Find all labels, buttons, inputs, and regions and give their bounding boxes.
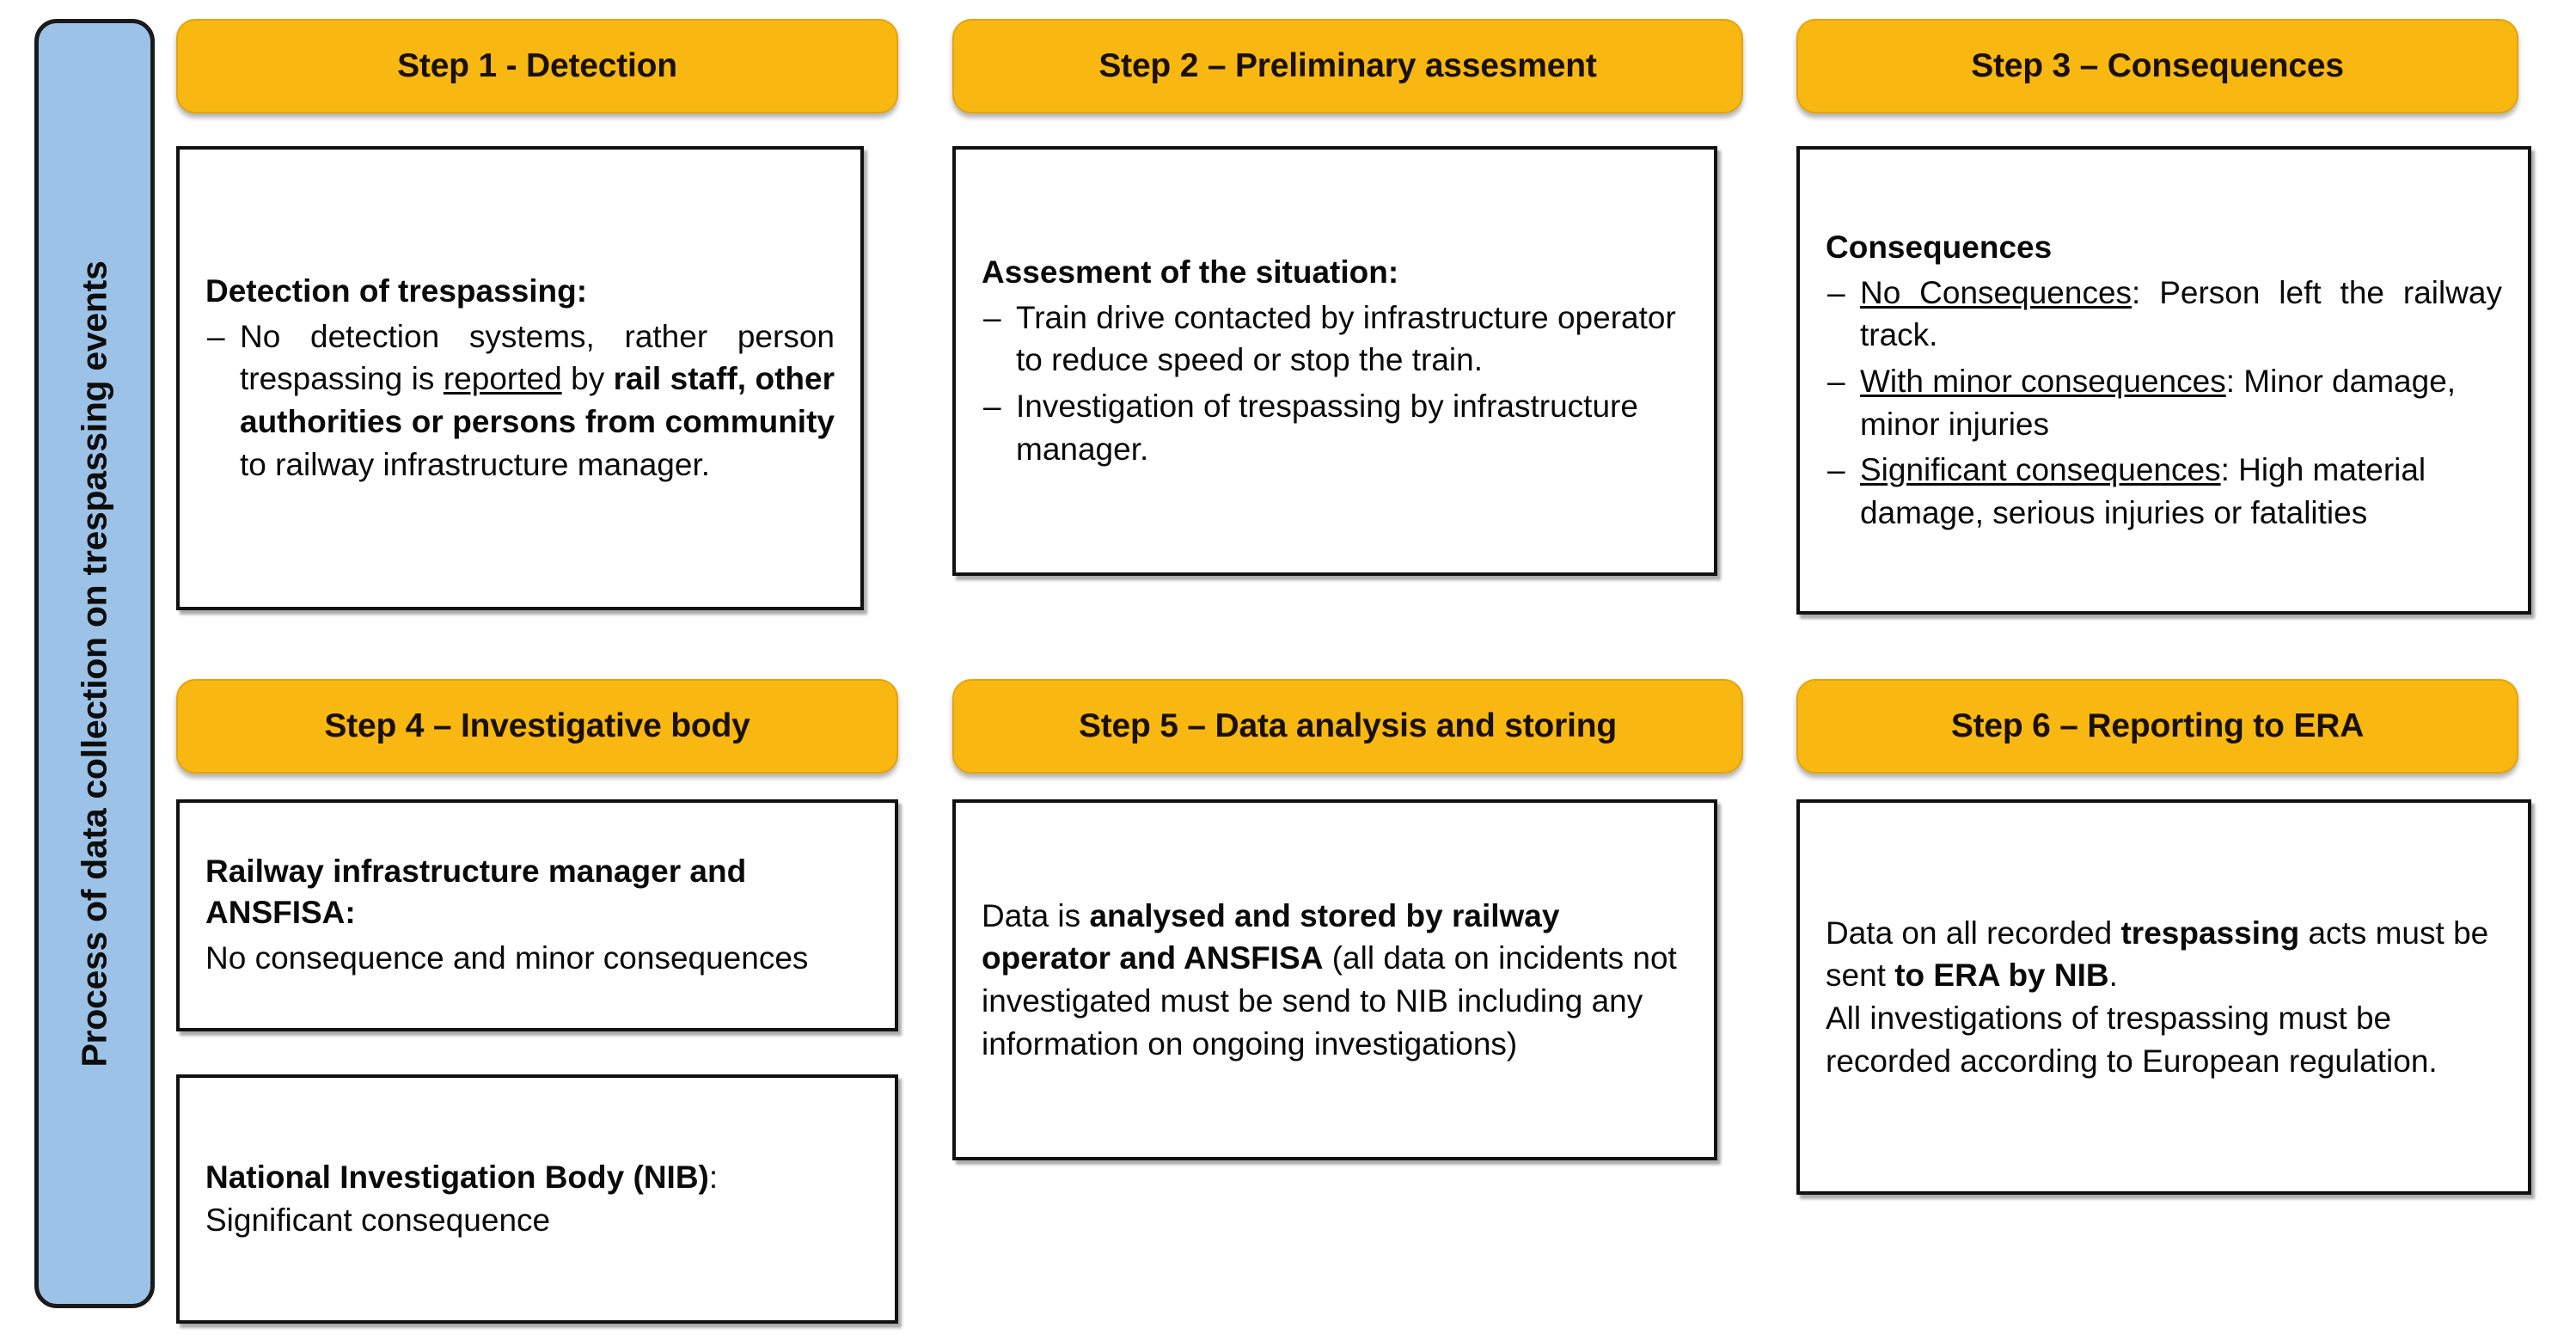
step-2-bullet-2: Investigation of trespassing by infrastr… [982, 385, 1688, 470]
step-2-bullet-list: Train drive contacted by infrastructure … [982, 297, 1688, 470]
step-5-body: Data is analysed and stored by railway o… [952, 799, 1717, 1160]
step-6-header[interactable]: Step 6 – Reporting to ERA [1796, 679, 2518, 774]
step-4-box-b-lead: National Investigation Body (NIB) [205, 1159, 709, 1196]
step-3-bullet-2-text: : Minor damage, minor injuries [1860, 363, 2457, 442]
step-5-paragraph: Data is analysed and stored by railway o… [982, 895, 1688, 1065]
step-5-bold: analysed and stored by railway operator … [982, 897, 1560, 976]
step-6-part-a: Data on all recorded [1826, 915, 2121, 951]
step-6-paragraph-1: Data on all recorded trespassing acts mu… [1826, 912, 2502, 997]
step-1-lead: Detection of trespassing: [205, 272, 588, 309]
step-2-body: Assesment of the situation: Train drive … [952, 146, 1717, 576]
step-1-bullet-1-part-a: No detection systems, rather person tres… [240, 318, 835, 397]
step-3-bullet-3: Significant consequences: High material … [1826, 449, 2502, 534]
step-4-box-b-text: National Investigation Body (NIB): Signi… [205, 1156, 869, 1241]
step-4-header[interactable]: Step 4 – Investigative body [176, 679, 898, 774]
step-3-header[interactable]: Step 3 – Consequences [1796, 19, 2518, 113]
step-1-bullet-list: No detection systems, rather person tres… [205, 315, 835, 486]
step-6-paragraph-2: All investigations of trespassing must b… [1826, 1000, 2438, 1079]
step-3-header-label: Step 3 – Consequences [1971, 47, 2344, 84]
step-2-header-label: Step 2 – Preliminary assesment [1098, 47, 1597, 84]
step-5-part-b: (all data on incidents not investigated … [982, 940, 1677, 1062]
process-side-banner: Process of data collection on trespassin… [34, 19, 155, 1308]
step-3-bullet-list: No Consequences: Person left the railway… [1826, 272, 2502, 534]
step-3-bullet-1-text: : Person left the railway track. [1860, 274, 2503, 353]
step-1-bullet-1-underlined: reported [443, 361, 562, 397]
step-5-header[interactable]: Step 5 – Data analysis and storing [952, 679, 1743, 774]
step-6-bold-1: trespassing [2120, 915, 2300, 951]
step-6-header-label: Step 6 – Reporting to ERA [1950, 707, 2365, 744]
step-5-part-a: Data is [982, 897, 1090, 933]
step-4-header-label: Step 4 – Investigative body [324, 707, 750, 744]
step-3-body: Consequences No Consequences: Person lef… [1796, 146, 2531, 615]
step-3-lead: Consequences [1826, 229, 2053, 265]
step-1-bullet-1-part-c: to railway infrastructure manager. [240, 446, 711, 482]
step-6-body: Data on all recorded trespassing acts mu… [1796, 799, 2531, 1195]
step-2-bullet-1: Train drive contacted by infrastructure … [982, 297, 1688, 382]
step-1-bullet-1: No detection systems, rather person tres… [205, 315, 835, 486]
step-3-bullet-1: No Consequences: Person left the railway… [1826, 272, 2502, 357]
step-2-lead: Assesment of the situation: [982, 254, 1399, 290]
side-banner-label: Process of data collection on trespassin… [74, 260, 114, 1068]
step-3-bullet-2-term: With minor consequences [1860, 363, 2226, 399]
step-1-header-label: Step 1 - Detection [397, 47, 677, 84]
step-3-bullet-3-term: Significant consequences [1860, 452, 2221, 488]
step-3-bullet-3-text: : High material damage, serious injuries… [1860, 452, 2426, 530]
step-3-bullet-2: With minor consequences: Minor damage, m… [1826, 360, 2502, 445]
step-2-header[interactable]: Step 2 – Preliminary assesment [952, 19, 1743, 113]
step-3-bullet-1-term: No Consequences [1860, 274, 2132, 310]
step-1-header[interactable]: Step 1 - Detection [176, 19, 898, 113]
step-5-header-label: Step 5 – Data analysis and storing [1078, 707, 1618, 744]
step-6-part-b: acts must be sent [1826, 915, 2489, 994]
step-6-bold-2: to ERA by NIB [1894, 958, 2109, 994]
step-4-box-a-lead: Railway infrastructure manager and ANSFI… [205, 854, 747, 931]
step-4-box-b-rest: : Significant consequence [205, 1159, 719, 1238]
step-6-part-c: . [2108, 958, 2118, 994]
step-1-body: Detection of trespassing: No detection s… [176, 146, 864, 610]
step-1-bullet-1-part-b: by [561, 361, 614, 397]
step-4-box-a-text: No consequence and minor consequences [205, 940, 809, 976]
step-4-body-primary: Railway infrastructure manager and ANSFI… [176, 799, 898, 1031]
step-4-body-secondary: National Investigation Body (NIB): Signi… [176, 1074, 898, 1324]
step-1-bullet-1-bold: rail staff, other authorities or persons… [240, 361, 835, 440]
